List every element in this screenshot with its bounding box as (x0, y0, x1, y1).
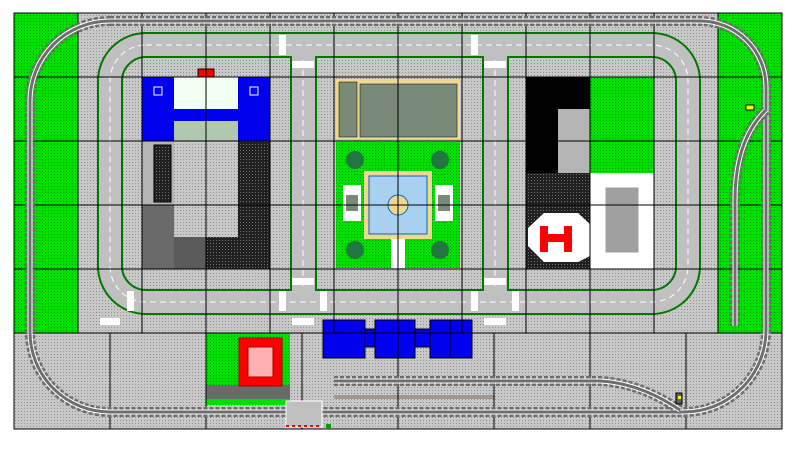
level-crossing[interactable] (285, 400, 331, 428)
crosswalks (100, 35, 519, 325)
platform (334, 395, 494, 399)
bottom-grass-plate[interactable] (206, 333, 290, 405)
road-loop[interactable] (97, 32, 701, 325)
signal-right (745, 104, 755, 111)
train-signal[interactable] (675, 104, 755, 405)
grass-plate-left (14, 13, 78, 333)
trees (346, 151, 449, 259)
layout-border (13, 12, 783, 430)
road-center-line (109, 44, 689, 303)
train-station[interactable] (322, 319, 473, 359)
plate-grid (14, 13, 782, 429)
grass-plate-right (718, 13, 782, 333)
hospital[interactable] (526, 77, 654, 269)
helipad-h (540, 226, 572, 252)
inner-siding-track[interactable] (334, 106, 770, 415)
outer-train-track-loop[interactable] (25, 16, 771, 417)
